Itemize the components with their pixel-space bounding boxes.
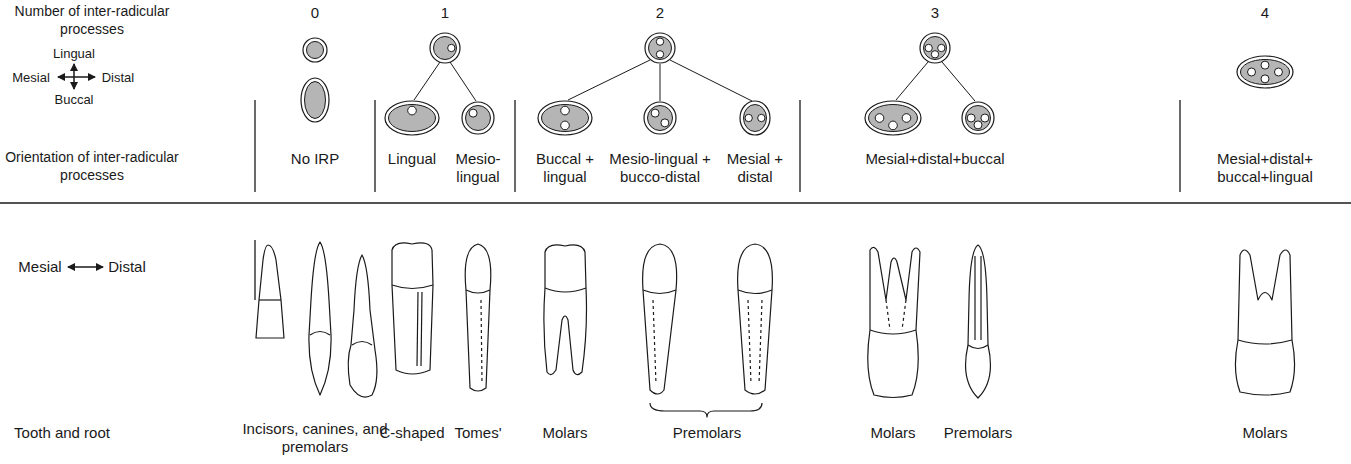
label: C-shaped xyxy=(379,424,444,442)
label: No IRP xyxy=(291,150,339,168)
label: Orientation of inter-radicular processes xyxy=(2,148,182,184)
icon-part xyxy=(744,105,767,132)
icon-part xyxy=(303,38,327,62)
icon-part xyxy=(966,106,991,131)
label: Number of inter-radicular processes xyxy=(2,2,182,38)
icon-part xyxy=(920,33,950,63)
icon-part xyxy=(430,33,460,63)
icon-part xyxy=(408,106,417,115)
icon-part xyxy=(875,114,884,123)
icon-part xyxy=(1248,68,1256,76)
icon-part xyxy=(1241,60,1290,85)
icon-part xyxy=(389,105,436,132)
icon-part xyxy=(561,106,570,115)
icon-part xyxy=(434,37,457,60)
label: 4 xyxy=(1261,4,1269,22)
label: Incisors, canines, and premolars xyxy=(240,420,390,456)
label: Mesial xyxy=(18,258,61,276)
label: Lingual xyxy=(53,45,95,63)
label: Mesial+distal+ buccal+lingual xyxy=(1195,150,1335,186)
icon-part xyxy=(745,114,752,121)
icon-part xyxy=(931,51,938,58)
icon-part xyxy=(938,44,945,51)
label: Molars xyxy=(1242,424,1287,442)
icon-part xyxy=(967,114,975,122)
label: Tooth and root xyxy=(14,424,110,442)
icon-part xyxy=(1261,61,1269,69)
label: Buccal + lingual xyxy=(530,150,600,186)
label: Premolars xyxy=(673,424,741,442)
tooth-drawings xyxy=(256,242,1295,417)
icon-part xyxy=(307,42,324,59)
icon-part xyxy=(385,101,439,135)
label: Mesio-lingual + bucco-distal xyxy=(599,150,721,186)
icon-part xyxy=(758,114,765,121)
icon-part xyxy=(1274,68,1282,76)
cross-section-icons xyxy=(301,33,1293,135)
icon-part xyxy=(538,101,592,135)
icon-part xyxy=(865,101,921,135)
label: Mesial+distal+buccal xyxy=(865,150,1004,168)
icon-part xyxy=(649,37,672,60)
icon-part xyxy=(902,114,911,123)
icon-part xyxy=(740,101,770,135)
label: Mesio-lingual xyxy=(447,150,509,186)
icon-part xyxy=(656,51,663,58)
label: Premolars xyxy=(944,424,1012,442)
icon-part xyxy=(889,121,898,130)
icon-part xyxy=(974,121,982,129)
label: Buccal xyxy=(54,91,93,109)
label: Molars xyxy=(870,424,915,442)
icon-part xyxy=(962,102,994,134)
icon-part xyxy=(301,78,329,122)
label: 3 xyxy=(931,4,939,22)
label: Mesial + distal xyxy=(719,150,791,186)
icon-part xyxy=(469,109,477,117)
label: 1 xyxy=(441,4,449,22)
tree-lines xyxy=(414,60,975,101)
label: Distal xyxy=(108,258,146,276)
icon-part xyxy=(981,114,989,122)
icon-part xyxy=(661,119,669,127)
label: Molars xyxy=(542,424,587,442)
label: 2 xyxy=(656,4,664,22)
icon-part xyxy=(644,102,676,134)
icon-part xyxy=(656,38,663,45)
icon-part xyxy=(651,109,659,117)
label: Distal xyxy=(102,69,135,87)
icon-part xyxy=(648,106,673,131)
icon-part xyxy=(645,33,675,63)
icon-part xyxy=(561,121,570,130)
label: Mesial xyxy=(12,69,50,87)
icon-part xyxy=(462,102,494,134)
icon-part xyxy=(925,44,932,51)
icon-part xyxy=(542,105,589,132)
icon-part xyxy=(305,82,326,119)
icon-part xyxy=(448,44,455,51)
label: Lingual xyxy=(388,150,436,168)
icon-part xyxy=(466,106,491,131)
icon-part xyxy=(1237,56,1293,88)
icon-part xyxy=(924,37,947,60)
label: 0 xyxy=(311,4,319,22)
icon-part xyxy=(1261,75,1269,83)
icon-part xyxy=(869,105,918,132)
label: Tomes' xyxy=(454,424,501,442)
